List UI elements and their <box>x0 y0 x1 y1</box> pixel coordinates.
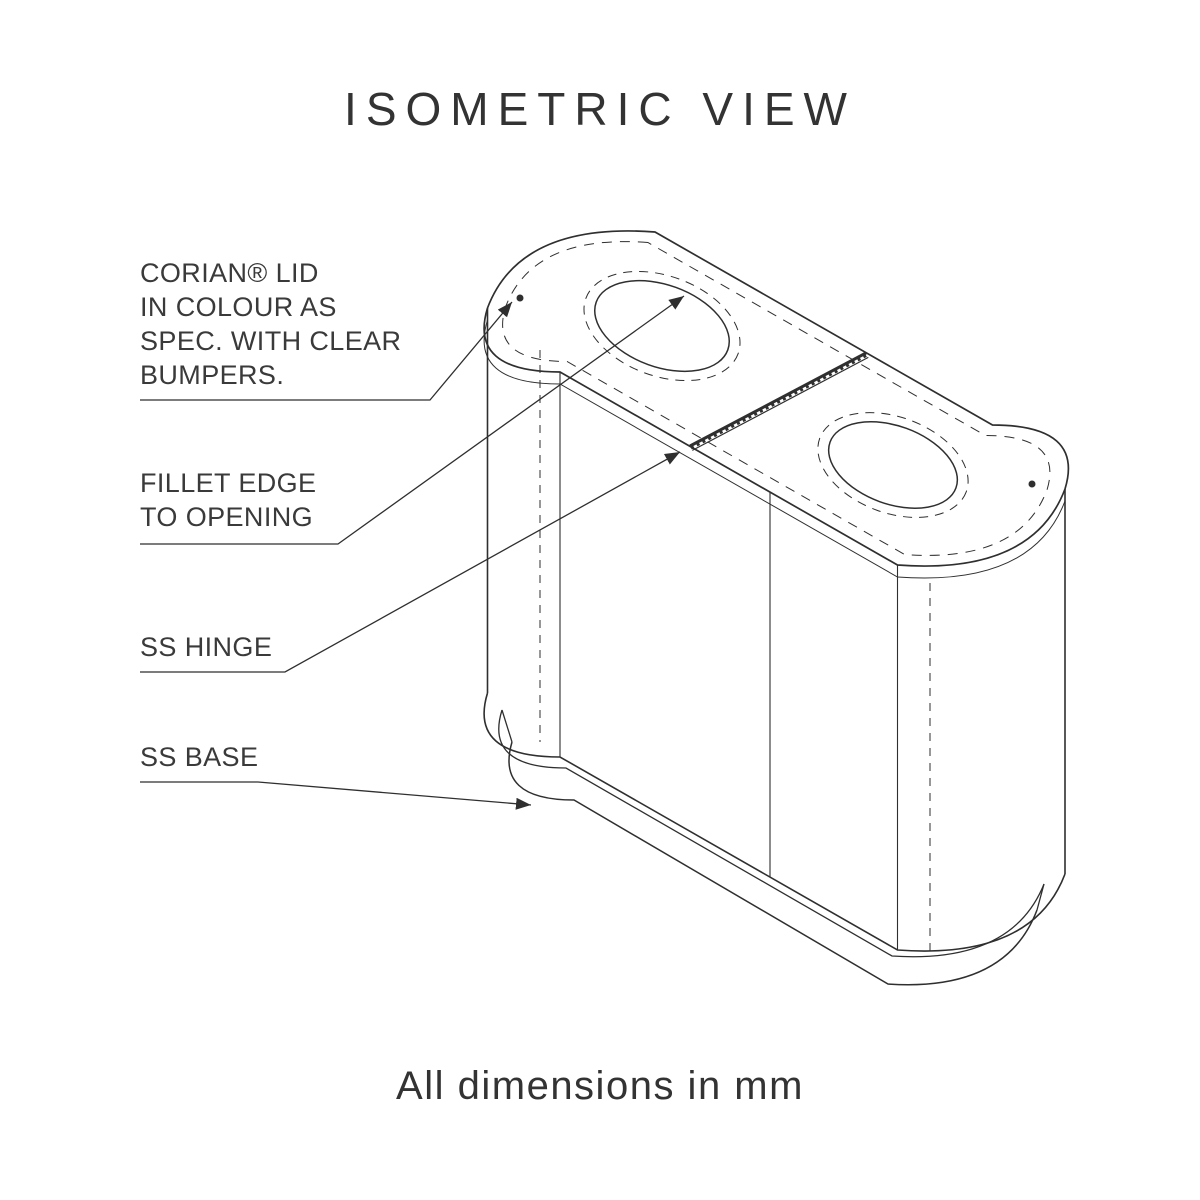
leader-ss-hinge-arrow <box>140 451 681 673</box>
bumper-dot-left <box>516 294 524 302</box>
bumper-dot-right <box>1028 480 1036 488</box>
label-fillet-edge: FILLET EDGE TO OPENING <box>140 466 316 534</box>
lid-opening-left <box>593 279 731 373</box>
base-left-connector <box>501 709 513 743</box>
label-ss-hinge: SS HINGE <box>140 630 272 664</box>
base-right-connector <box>1036 883 1045 911</box>
hinge-line-main <box>689 351 867 448</box>
leader-lines <box>140 295 685 810</box>
label-ss-base: SS BASE <box>140 740 258 774</box>
page-title: ISOMETRIC VIEW <box>344 83 856 135</box>
bin-body <box>483 308 1066 952</box>
body-bottom-edge <box>483 692 1066 952</box>
lid-opening-right <box>827 421 959 509</box>
lid-opening-left-fillet-dashed <box>583 270 741 382</box>
label-corian-line-1: CORIAN® LID <box>140 258 319 288</box>
lid-inset-dashed-line <box>502 241 1051 556</box>
label-ss-base-text: SS BASE <box>140 742 259 772</box>
base-seam-line <box>498 709 1045 958</box>
lid-opening-right-fillet-dashed <box>817 412 969 518</box>
label-corian-line-4: BUMPERS. <box>140 360 285 390</box>
leader-corian-lid-arrow <box>140 301 513 401</box>
leader-ss-base-arrow <box>140 781 532 810</box>
label-corian-line-2: IN COLOUR AS <box>140 292 337 322</box>
label-corian-lid: CORIAN® LID IN COLOUR AS SPEC. WITH CLEA… <box>140 256 401 392</box>
base-bottom-edge <box>508 741 1038 986</box>
label-ss-hinge-text: SS HINGE <box>140 632 273 662</box>
lid-top-outline <box>483 230 1070 567</box>
hinge-line-edge <box>692 356 869 451</box>
label-fillet-line-1: FILLET EDGE <box>140 468 317 498</box>
leader-fillet-edge-arrow <box>140 295 685 545</box>
bin-lid <box>483 230 1070 579</box>
label-corian-line-3: SPEC. WITH CLEAR <box>140 326 402 356</box>
bin-base <box>498 709 1045 986</box>
dimensions-note: All dimensions in mm <box>396 1064 804 1108</box>
label-fillet-line-2: TO OPENING <box>140 502 314 532</box>
hinge-knuckles <box>690 353 868 450</box>
lid-thickness-edge <box>483 319 1066 579</box>
